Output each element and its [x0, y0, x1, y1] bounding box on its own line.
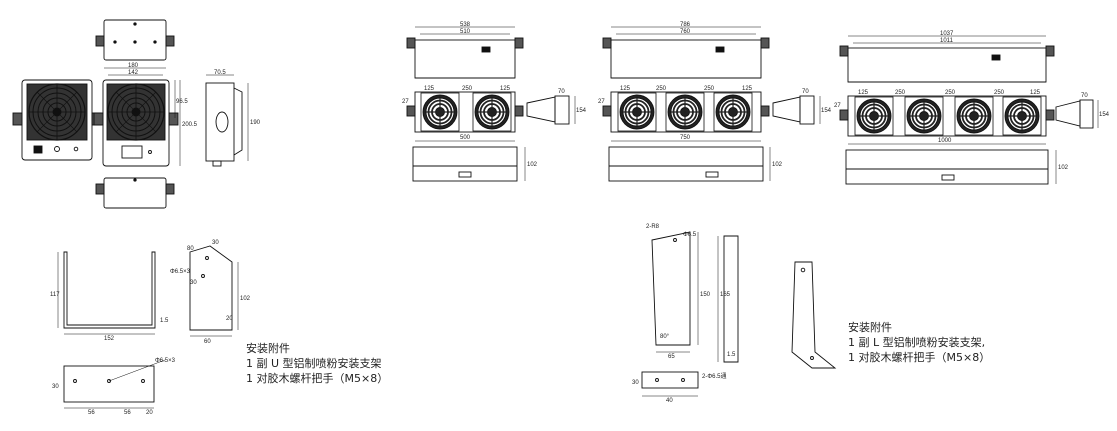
- triple-unit-dims: 786 760 125 250 250 125 750 27 70 154 10…: [598, 22, 832, 168]
- dim-125a: 125: [858, 90, 869, 96]
- dim-27: 27: [402, 99, 409, 105]
- dim-102: 102: [1058, 165, 1069, 171]
- dim-150: 150: [700, 292, 711, 298]
- dim-250a: 250: [895, 90, 906, 96]
- dim-125b: 125: [742, 86, 753, 92]
- dim-56b: 56: [124, 410, 131, 416]
- dim-152: 152: [104, 336, 115, 342]
- dim-200-5: 200.5: [182, 122, 198, 128]
- hole-note-side: Φ6.5×3: [170, 269, 191, 275]
- angle-80: 80°: [660, 334, 670, 340]
- l-bracket-drawing: [641, 231, 837, 397]
- dim-154: 154: [576, 108, 587, 114]
- dim-30: 30: [212, 240, 219, 246]
- single-unit-drawing: [12, 19, 249, 209]
- dim-40: 40: [666, 398, 673, 404]
- single-unit-dims: 180 142 96.5 200.5 70.5 190: [128, 63, 261, 128]
- dim-510: 510: [460, 29, 471, 35]
- note-l-bracket: 1 副 L 型铝制喷粉安装支架,: [848, 336, 986, 349]
- dim-102: 102: [527, 162, 538, 168]
- dim-1037: 1037: [940, 31, 954, 37]
- dim-125b: 125: [500, 86, 511, 92]
- dim-1-5: 1.5: [160, 318, 169, 324]
- dim-786: 786: [680, 22, 691, 28]
- dim-30c: 30: [190, 280, 197, 286]
- note-u-handle: 1 对胶木螺杆把手（M5×8）: [246, 372, 389, 385]
- hole-note: 2-Φ6.5通: [702, 372, 726, 380]
- dim-96-5: 96.5: [176, 99, 188, 105]
- dim-250a: 250: [656, 86, 667, 92]
- note-u-bracket: 1 副 U 型铝制喷粉安装支架: [246, 357, 382, 370]
- dim-70: 70: [1081, 93, 1088, 99]
- triple-unit-drawing: [602, 26, 821, 182]
- dim-70-5: 70.5: [214, 70, 226, 76]
- dim-1011: 1011: [940, 38, 954, 44]
- dim-250: 250: [462, 86, 473, 92]
- dim-760: 760: [680, 29, 691, 35]
- dim-142: 142: [128, 70, 139, 76]
- dim-250b: 250: [945, 90, 956, 96]
- dim-750: 750: [680, 135, 691, 141]
- dim-70: 70: [558, 89, 565, 95]
- dim-180: 180: [128, 63, 139, 69]
- dim-125b: 125: [1030, 90, 1041, 96]
- dim-30: 30: [632, 380, 639, 386]
- hole-note-bottom: Φ6.5×3: [155, 358, 176, 364]
- dim-1-5: 1.5: [727, 352, 736, 358]
- dim-20b: 20: [146, 410, 153, 416]
- u-bracket-drawing: [57, 245, 239, 409]
- dim-165: 165: [720, 292, 731, 298]
- dim-80: 80: [187, 246, 194, 252]
- note-u-title: 安装附件: [246, 342, 290, 355]
- dim-20: 20: [226, 316, 233, 322]
- note-l-handle: 1 对胶木螺杆把手（M5×8）: [848, 351, 991, 364]
- dim-2-r8: 2-R8: [646, 224, 660, 230]
- dim-65: 65: [668, 354, 675, 360]
- double-unit-dims: 538 510 125 250 125 500 27 70 154 102: [402, 22, 587, 168]
- quad-unit-dims: 1037 1011 125 250 250 250 125 1000 27 70…: [834, 31, 1110, 171]
- dim-phi6-5: Φ6.5: [683, 232, 697, 238]
- dim-250c: 250: [994, 90, 1005, 96]
- dim-500: 500: [460, 135, 471, 141]
- dim-250b: 250: [704, 86, 715, 92]
- note-l-title: 安装附件: [848, 321, 892, 334]
- accessory-note-u: 安装附件 1 副 U 型铝制喷粉安装支架 1 对胶木螺杆把手（M5×8）: [246, 341, 388, 386]
- dim-27: 27: [598, 99, 605, 105]
- dim-30b: 30: [52, 384, 59, 390]
- dim-60: 60: [204, 339, 211, 345]
- dim-154: 154: [1099, 112, 1110, 118]
- quad-unit-drawing: [839, 35, 1099, 185]
- dim-102: 102: [772, 162, 783, 168]
- dim-538: 538: [460, 22, 471, 28]
- dim-125a: 125: [424, 86, 435, 92]
- dim-190: 190: [250, 120, 261, 126]
- dim-27: 27: [834, 103, 841, 109]
- l-bracket-dims: 2-R8 Φ6.5 150 165 65 1.5 30 40 2-Φ6.5通 8…: [632, 224, 736, 404]
- dim-102: 102: [240, 296, 251, 302]
- dim-154: 154: [821, 108, 832, 114]
- dim-70: 70: [802, 89, 809, 95]
- u-bracket-dims: 117 1.5 152 30 60 102 20 30 56 56 20 Φ6.…: [50, 240, 251, 416]
- double-unit-drawing: [406, 26, 576, 182]
- dim-117: 117: [50, 292, 60, 298]
- dim-56a: 56: [88, 410, 95, 416]
- dim-1000: 1000: [938, 138, 952, 144]
- dim-125a: 125: [620, 86, 631, 92]
- accessory-note-l: 安装附件 1 副 L 型铝制喷粉安装支架, 1 对胶木螺杆把手（M5×8）: [848, 320, 990, 365]
